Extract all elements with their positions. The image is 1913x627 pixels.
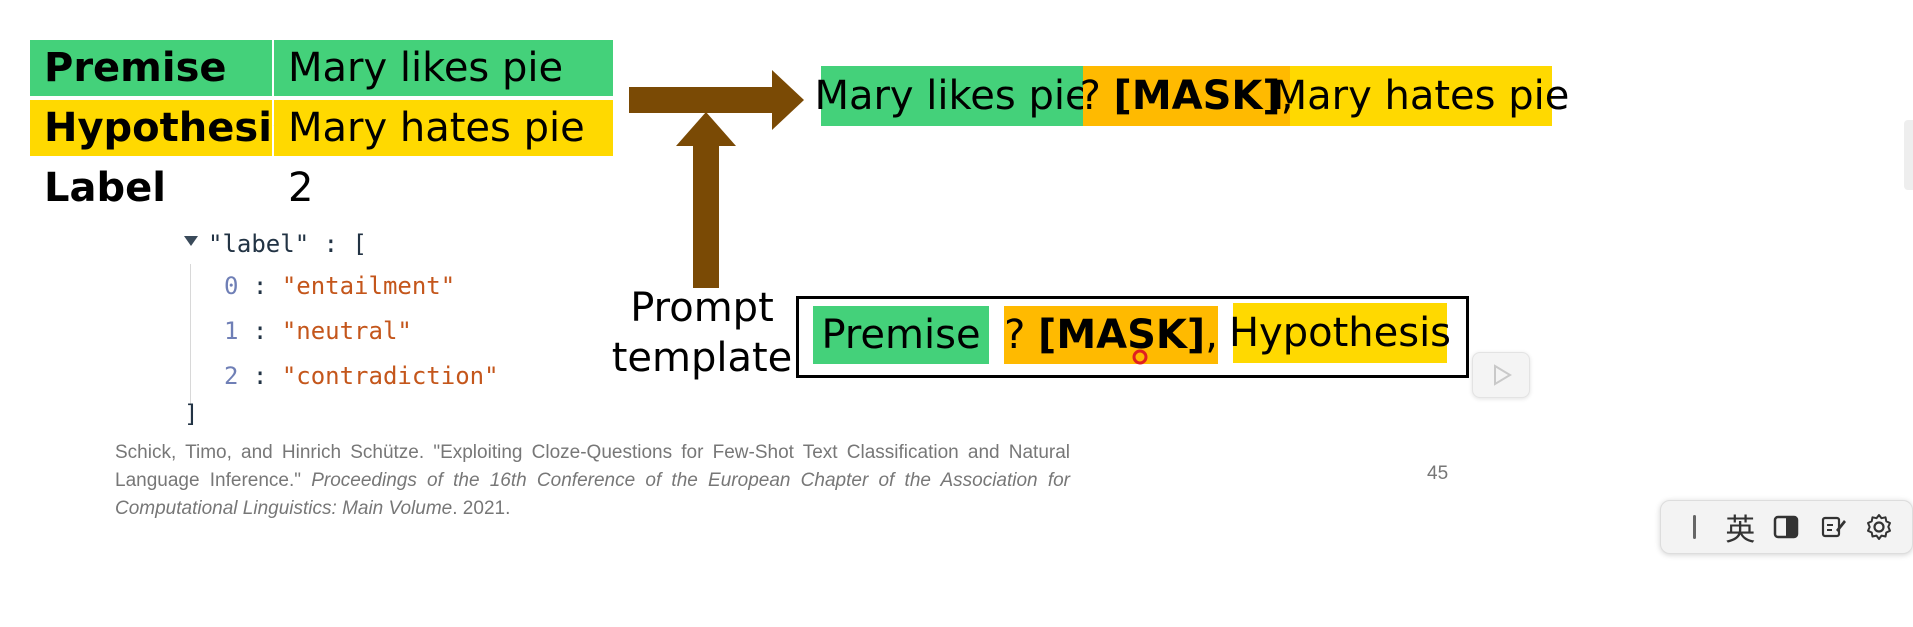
premise-label: Premise <box>44 45 227 91</box>
gear-icon <box>1866 514 1891 540</box>
json-item: 0 : "entailment" <box>224 272 456 300</box>
half-moon-icon <box>1774 515 1799 539</box>
json-value: "entailment" <box>281 272 456 300</box>
hypothesis-label: Hypothesis <box>44 105 296 151</box>
label-value-cell: 2 <box>274 160 613 216</box>
toolbar-drag-handle[interactable] <box>1674 507 1714 547</box>
label-label-cell: Label <box>30 160 272 216</box>
label-label: Label <box>44 165 166 211</box>
json-key: "label" <box>208 230 310 258</box>
json-item: 2 : "contradiction" <box>224 362 499 390</box>
json-index: 0 <box>224 272 239 300</box>
premise-value-cell: Mary likes pie <box>274 40 613 96</box>
collapse-triangle-icon[interactable] <box>184 236 198 248</box>
template-hypothesis-box: Hypothesis <box>1229 303 1451 363</box>
json-open-bracket: [ <box>352 230 367 258</box>
json-colon: : <box>323 230 339 258</box>
json-index: 2 <box>224 362 239 390</box>
citation: Schick, Timo, and Hinrich Schütze. "Expl… <box>115 442 1071 519</box>
play-icon <box>1494 364 1512 386</box>
filled-hypothesis-box: Mary hates pie <box>1273 66 1569 126</box>
label-value: 2 <box>288 165 314 211</box>
json-value: "contradiction" <box>281 362 499 390</box>
json-value: "neutral" <box>281 317 412 345</box>
json-viewer: "label" : [ 0 : "entailment" 1 : "neutra… <box>180 228 600 428</box>
filled-premise-box: Mary likes pie <box>814 66 1090 126</box>
cursor-icon <box>1132 349 1148 365</box>
premise-value: Mary likes pie <box>288 45 564 91</box>
settings-button[interactable] <box>1859 507 1899 547</box>
json-close-bracket: ] <box>184 400 199 428</box>
json-indent-guide <box>190 264 191 404</box>
hypothesis-label-cell: Hypothesis <box>30 100 296 156</box>
prompt-template-label: Prompt template <box>611 285 793 381</box>
soft-keyboard-button[interactable] <box>1813 507 1853 547</box>
template-mask-box: ? [MASK], <box>1004 306 1218 364</box>
page-number: 45 <box>1427 463 1449 484</box>
scroll-handle[interactable] <box>1904 120 1913 190</box>
half-width-toggle-button[interactable] <box>1766 507 1806 547</box>
filled-mask-box: ? [MASK], <box>1080 66 1293 126</box>
play-button[interactable] <box>1472 352 1530 398</box>
json-index: 1 <box>224 317 239 345</box>
hypothesis-value-cell: Mary hates pie <box>274 100 613 156</box>
hypothesis-value: Mary hates pie <box>288 105 585 151</box>
ime-toolbar: 英 <box>1660 500 1913 554</box>
keyboard-pen-icon <box>1821 516 1846 538</box>
json-item: 1 : "neutral" <box>224 317 412 345</box>
template-premise-box: Premise <box>813 306 989 364</box>
premise-label-cell: Premise <box>30 40 272 96</box>
language-toggle-button[interactable]: 英 <box>1725 513 1756 548</box>
